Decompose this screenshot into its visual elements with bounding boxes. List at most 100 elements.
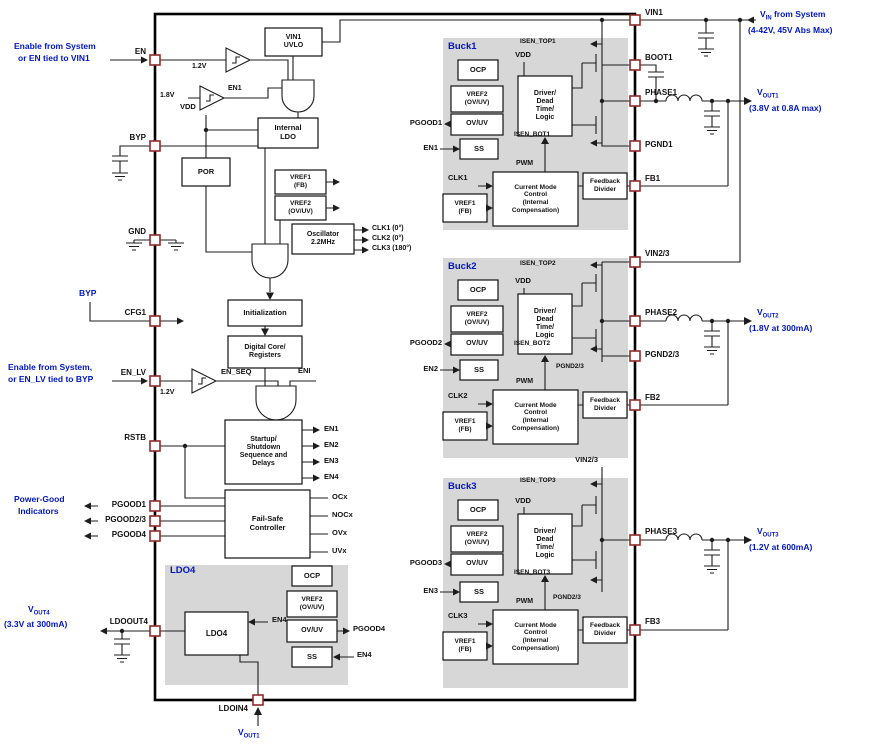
pin-pgnd1 — [629, 140, 641, 152]
pin-vin23 — [629, 256, 641, 268]
pin-gnd — [149, 234, 161, 246]
pin-label-byp: BYP — [129, 133, 146, 142]
threshold-1v2-label: 1.2V — [192, 63, 207, 70]
ovx-label: OVx — [332, 528, 348, 537]
arrowheads — [84, 16, 754, 715]
clk1-out-label: CLK1 (0°) — [372, 225, 404, 232]
pin-pgood1 — [149, 500, 161, 512]
pin-vin1 — [629, 14, 641, 26]
pin-en — [149, 54, 161, 66]
internal-ldo-box — [257, 117, 319, 149]
capacitor-icon — [111, 155, 129, 162]
buck1-vref1-box — [442, 193, 488, 223]
pin-fb2 — [629, 399, 641, 411]
buck1-isen-bot-label: ISEN_BOT1 — [514, 131, 551, 138]
buck1-title: Buck1 — [448, 41, 477, 52]
buck3-vref1-label: VREF1(FB) — [454, 638, 476, 653]
en-note-line1: Enable from System — [14, 41, 96, 51]
vout3-label: VOUT3 — [757, 526, 779, 539]
buck3-isen-top-label: ISEN_TOP3 — [520, 477, 556, 484]
vin-note: VIN from System — [760, 9, 826, 22]
powergood-note-line2: Indicators — [18, 506, 59, 516]
pin-ldoout4 — [149, 625, 161, 637]
pin-label-cfg1: CFG1 — [124, 308, 146, 317]
vout4-spec: (3.3V at 300mA) — [4, 619, 68, 629]
pin-label-en: EN — [134, 47, 146, 56]
pin-fb3 — [629, 624, 641, 636]
en-seq-label: EN_SEQ — [221, 367, 252, 376]
pin-label-pgnd23: PGND2/3 — [645, 350, 680, 359]
byp-net-label: BYP — [79, 288, 97, 298]
buck3-pwm-label: PWM — [516, 598, 534, 605]
buck1-vref1-label: VREF1(FB) — [454, 200, 476, 215]
pin-cfg1 — [149, 315, 161, 327]
vref1-box — [274, 169, 327, 195]
buck1-cmc-box — [492, 171, 579, 227]
pin-label-phase1: PHASE1 — [645, 88, 678, 97]
buck3-vin-ref-label: VIN2/3 — [575, 455, 598, 464]
pin-label-ldoin4: LDOIN4 — [218, 704, 248, 713]
powergood-note-line1: Power-Good — [14, 494, 65, 504]
buck2-title: Buck2 — [448, 261, 477, 272]
ldo4-title: LDO4 — [170, 565, 196, 576]
buck1-wires — [440, 43, 630, 187]
ldo4-wires — [160, 621, 354, 695]
ground-icon — [703, 123, 721, 135]
vout2-spec: (1.8V at 300mA) — [749, 323, 813, 333]
pin-label-boot1: BOOT1 — [645, 53, 673, 62]
buck1-ocp-label: OCP — [469, 64, 487, 74]
vin1-uvlo-box — [264, 27, 323, 57]
buck2-ocp-box — [457, 279, 499, 301]
ground-icon — [111, 169, 129, 181]
vout1-spec: (3.8V at 0.8A max) — [749, 103, 822, 113]
pin-byp — [149, 140, 161, 152]
threshold-1v8-label: 1.8V — [160, 92, 175, 99]
buck3-ss-label: SS — [473, 586, 484, 596]
ground-icon — [125, 239, 143, 251]
buck1-clk-label: CLK1 — [448, 173, 468, 182]
enlv-note-line1: Enable from System, — [8, 362, 93, 372]
en1-out-label: EN1 — [324, 424, 339, 433]
pin-label-phase2: PHASE2 — [645, 308, 678, 317]
block-boxes — [181, 27, 628, 668]
buck2-vref2-box — [450, 305, 504, 333]
buck3-en-label: EN3 — [423, 586, 438, 595]
pin-pgood23 — [149, 515, 161, 527]
ldo4-box-label: LDO4 — [205, 628, 228, 638]
buck3-vdd-label: VDD — [515, 496, 531, 505]
ldo4-en4-ss-label: EN4 — [357, 650, 372, 659]
pin-label-ldoout4: LDOOUT4 — [109, 617, 148, 626]
buck3-ovuv-label: OV/UV — [466, 560, 488, 568]
vout3-spec: (1.2V at 600mA) — [749, 542, 813, 552]
buck1-feedback-divider-box — [582, 172, 628, 200]
pin-rstb — [149, 440, 161, 452]
vref2-label: VREF2(OV/UV) — [288, 200, 313, 215]
threshold-1v2-lv-label: 1.2V — [160, 389, 175, 396]
buck2-pgnd-label: PGND2/3 — [556, 363, 584, 370]
en1-signal-label: EN1 — [228, 85, 242, 92]
buck1-en-label: EN1 — [423, 143, 438, 152]
por-label: POR — [197, 166, 215, 176]
gate-symbols — [191, 47, 315, 421]
vref2-box — [274, 195, 327, 221]
and-gate-icon — [255, 385, 297, 421]
buck1-vref2-label: VREF2(OV/UV) — [464, 91, 490, 106]
vref1-label: VREF1(FB) — [290, 174, 311, 189]
and-gate-icon — [281, 79, 315, 113]
pin-phase3 — [629, 534, 641, 546]
buck3-ocp-box — [457, 499, 499, 521]
pin-label-pgnd1: PGND1 — [645, 140, 673, 149]
pin-label-pgood1: PGOOD1 — [111, 500, 146, 509]
buck3-driver-box — [517, 513, 573, 575]
en-note-line2: or EN tied to VIN1 — [18, 53, 90, 63]
vdd-net-label: VDD — [180, 102, 196, 111]
buck2-isen-bot-label: ISEN_BOT2 — [514, 340, 551, 347]
capacitor-icon — [703, 110, 721, 117]
vout1-label: VOUT1 — [757, 87, 779, 100]
